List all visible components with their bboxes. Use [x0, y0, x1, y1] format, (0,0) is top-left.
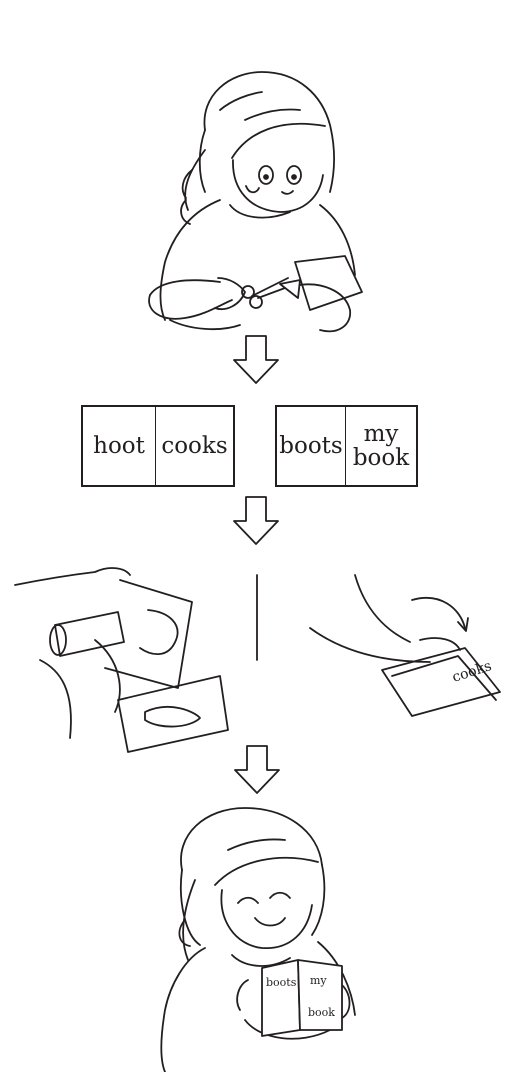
- down-arrow-icon: [234, 497, 278, 544]
- girl-cutting-figure: [149, 72, 362, 331]
- sheet-word: cooks: [450, 658, 493, 686]
- card-word-my: my: [364, 422, 399, 446]
- card-word-book: book: [353, 446, 409, 470]
- word-card-cell: my book: [345, 407, 416, 485]
- booklet-right-bottom-word: book: [308, 1006, 335, 1019]
- down-arrow-icon: [234, 336, 278, 383]
- word-card-cell: boots: [277, 407, 345, 485]
- booklet: [262, 960, 342, 1036]
- booklet-right-top-word: my: [310, 974, 327, 987]
- card-word-hoot: hoot: [93, 434, 145, 458]
- down-arrow-icon: [235, 746, 279, 793]
- girl-booklet-figure: [161, 808, 355, 1072]
- word-card-2: boots my book: [275, 405, 418, 487]
- booklet-left-word: boots: [266, 976, 297, 989]
- word-card-1: hoot cooks: [81, 405, 235, 487]
- glue-stick-scene: [15, 568, 228, 752]
- card-word-cooks: cooks: [161, 434, 227, 458]
- word-card-cell: cooks: [155, 407, 233, 485]
- word-card-cell: hoot: [83, 407, 155, 485]
- press-sheet-scene: [310, 575, 500, 716]
- card-word-boots: boots: [279, 434, 342, 458]
